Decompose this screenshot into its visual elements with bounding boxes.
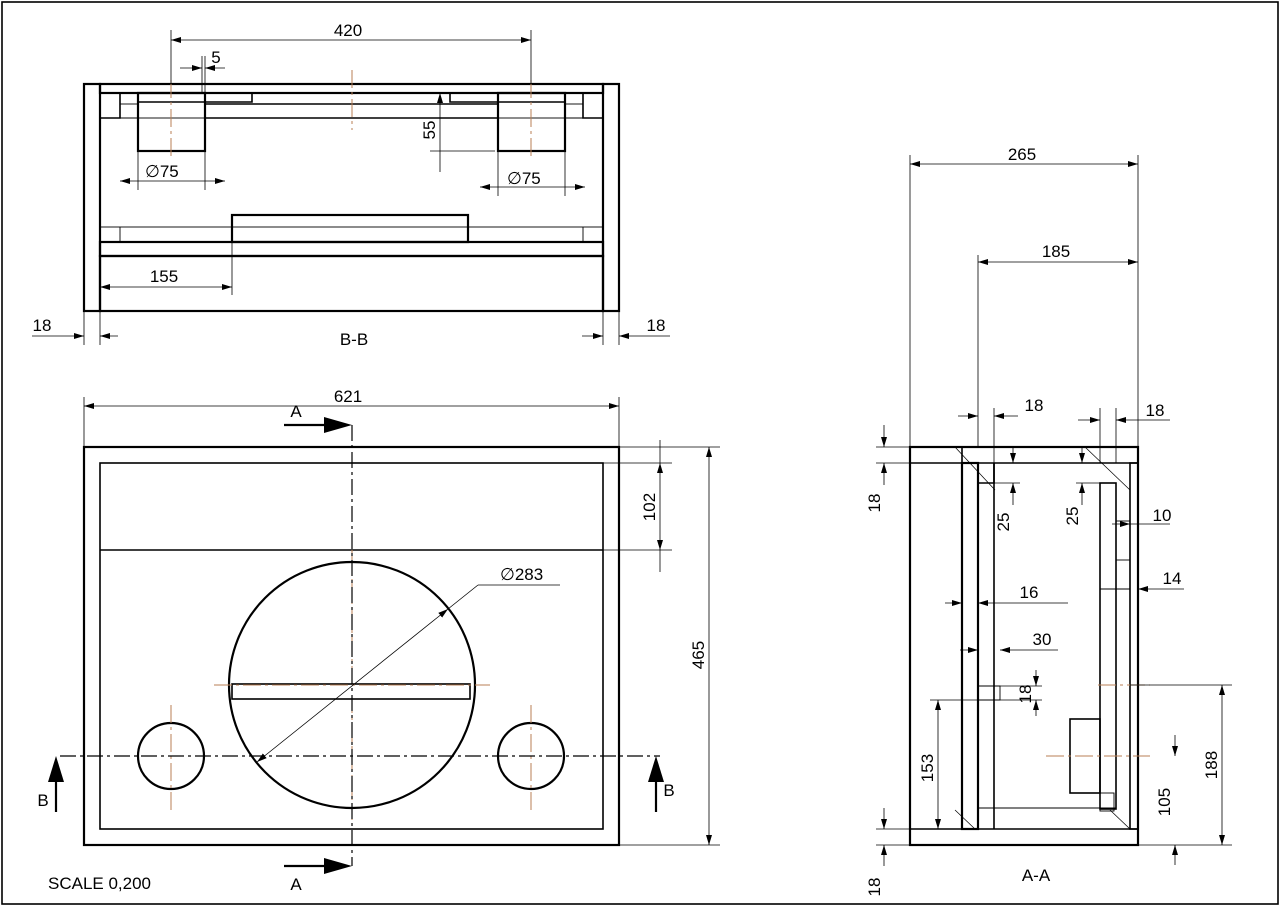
aa-dim-105: 105 [1155,788,1174,816]
aa-back-panel [1129,462,1139,830]
aa-outer [908,445,1140,847]
aa-dim-18-vert-top: 18 [865,494,884,513]
aa-dim-25-left: 25 [994,513,1013,532]
aa-dim-30: 30 [1033,630,1052,649]
aa-dim-185: 185 [1042,242,1070,261]
section-markers: A A B B [37,402,674,894]
scale-label: SCALE 0,200 [48,874,151,893]
aa-dim-25-right: 25 [1063,507,1082,526]
bb-dimensions: 420 5 55 ∅75 ∅75 155 18 18 B-B [32,21,670,349]
aa-dim-14: 14 [1163,569,1182,588]
aa-port-base [1099,792,1115,812]
bb-front-panel [98,254,605,313]
bb-dim-18-left: 18 [33,316,52,335]
aa-dimensions: 265 185 18 18 18 25 25 10 14 16 [865,145,1232,896]
aa-dim-153: 153 [918,754,937,782]
bb-driver [230,213,470,244]
bb-view-label: B-B [340,330,368,349]
bb-dim-55: 55 [420,121,439,140]
section-a-bottom-label: A [290,875,302,894]
bb-dim-d75-right: ∅75 [507,169,541,188]
front-dim-465: 465 [689,641,708,669]
bb-dim-155: 155 [150,267,178,286]
front-dim-d283: ∅283 [500,565,543,584]
aa-dim-265: 265 [1008,145,1036,164]
aa-rear-brace [1099,482,1117,810]
aa-dim-188: 188 [1202,751,1221,779]
aa-dim-16: 16 [1020,583,1039,602]
aa-view-label: A-A [1022,866,1051,885]
aa-dim-18-top-right: 18 [1146,401,1165,420]
aa-dim-18-top-left: 18 [1025,396,1044,415]
front-view [60,425,660,866]
bb-dim-420: 420 [334,21,362,40]
bb-dim-5: 5 [211,48,220,67]
section-aa-view [908,445,1150,847]
aa-dim-18-vert-bottom: 18 [865,878,884,897]
section-a-top-label: A [290,402,302,421]
bb-left-wall [82,82,102,313]
front-dimensions: 621 102 465 ∅283 [83,387,720,846]
aa-dim-18-small: 18 [1016,685,1035,704]
aa-front-baffle [960,461,980,831]
bb-port-left-lip [119,103,139,119]
section-bb-view [82,70,621,313]
bb-dim-18-right: 18 [647,316,666,335]
bb-right-wall [601,82,621,313]
section-b-right-label: B [663,781,674,800]
front-dim-621: 621 [334,387,362,406]
aa-dim-10: 10 [1153,506,1172,525]
bb-dim-d75-left: ∅75 [145,162,179,181]
section-b-left-label: B [37,791,48,810]
bb-port-right-lip [564,103,584,119]
bb-baffle [98,240,605,258]
front-dim-102: 102 [640,493,659,521]
